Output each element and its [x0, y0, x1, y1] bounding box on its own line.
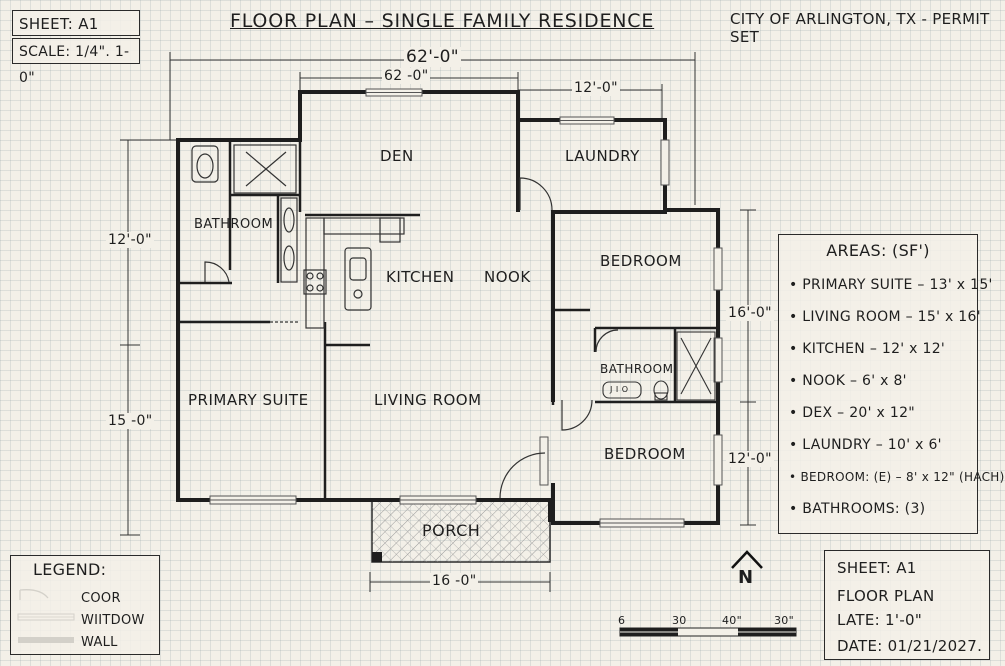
sink-label: J I O [610, 385, 629, 394]
main-bathroom-fixtures [191, 144, 298, 283]
areas-table: AREAS: (SF') • PRIMARY SUITE – 13' x 15'… [778, 234, 1004, 534]
areas-title: AREAS: (SF') [826, 241, 930, 260]
dim-overall-width: 62'-0" [404, 47, 461, 67]
kitchen-fixtures [303, 217, 405, 329]
room-bathroom-main: BATHROOM [194, 217, 274, 232]
scale-box: SCALE: 1/4". 1-0" [12, 38, 140, 86]
scale-label: 30 [672, 614, 687, 627]
scale-bar [619, 627, 797, 637]
dim-left-upper: 12'-0" [106, 232, 154, 248]
sheet-block-number: SHEET: A1 [837, 559, 917, 577]
sheet-block-scale: LATE: 1'-0" [837, 611, 923, 629]
room-bathroom-small: BATHROOM [600, 362, 674, 376]
sheet-block-date: DATE: 01/21/2027. [837, 637, 983, 655]
north-arrow [731, 550, 763, 569]
scale-label: 6 [618, 614, 626, 627]
room-porch: PORCH [422, 521, 481, 540]
scale-label: 40" [722, 614, 742, 627]
area-item: • PRIMARY SUITE – 13' x 15' [789, 277, 993, 293]
dim-right-upper: 16'-0" [726, 305, 774, 321]
area-item: • LIVING ROOM – 15' x 16' [789, 309, 981, 325]
permit-label: CITY OF ARLINGTON, TX - PERMIT SET [730, 10, 990, 46]
dim-left-lower: 15 -0" [106, 413, 155, 429]
area-item: • BEDROOM: (E) – 8' x 12" (HACH) [789, 470, 1005, 484]
dim-laundry-width: 12'-0" [572, 80, 620, 96]
legend-box: LEGEND: COOR WIITDOW WALL [10, 555, 160, 655]
small-bathroom-fixtures [602, 331, 716, 401]
sheet-number-box: SHEET: A1 [12, 10, 140, 36]
dim-porch-width: 16 -0" [430, 573, 479, 589]
legend-door-label: COOR [81, 591, 121, 606]
dim-right-lower: 12'-0" [726, 451, 774, 467]
area-item: • DEX – 20' x 12" [789, 405, 916, 421]
legend-window-label: WIITDOW [81, 613, 145, 628]
plan-title: FLOOR PLAN – SINGLE FAMILY RESIDENCE [230, 10, 655, 32]
areas-list: • PRIMARY SUITE – 13' x 15' • LIVING ROO… [789, 269, 1005, 525]
dim-upper-width: 62 -0" [382, 68, 431, 84]
room-bedroom-lower: BEDROOM [604, 445, 686, 463]
room-laundry: LAUNDRY [565, 147, 640, 165]
area-item: • BATHROOMS: (3) [789, 501, 926, 517]
doors [204, 177, 619, 499]
room-den: DEN [380, 147, 414, 165]
sheet-block-name: FLOOR PLAN [837, 587, 935, 605]
sheet-info-block: SHEET: A1 FLOOR PLAN LATE: 1'-0" DATE: 0… [824, 550, 990, 660]
windows [209, 88, 723, 528]
room-bedroom-upper: BEDROOM [600, 252, 682, 270]
dimension-lines [120, 52, 756, 592]
room-living-room: LIVING ROOM [374, 391, 482, 409]
room-nook: NOOK [484, 268, 531, 286]
north-letter: N [738, 567, 754, 588]
legend-wall-label: WALL [81, 635, 118, 650]
legend-title: LEGEND: [33, 560, 107, 579]
scale-label: 30" [774, 614, 794, 627]
room-kitchen: KITCHEN [386, 268, 455, 286]
room-primary-suite: PRIMARY SUITE [188, 391, 309, 409]
area-item: • LAUNDRY – 10' x 6' [789, 437, 942, 453]
interior-walls [178, 140, 718, 500]
area-item: • KITCHEN – 12' x 12' [789, 341, 946, 357]
area-item: • NOOK – 6' x 8' [789, 373, 907, 389]
